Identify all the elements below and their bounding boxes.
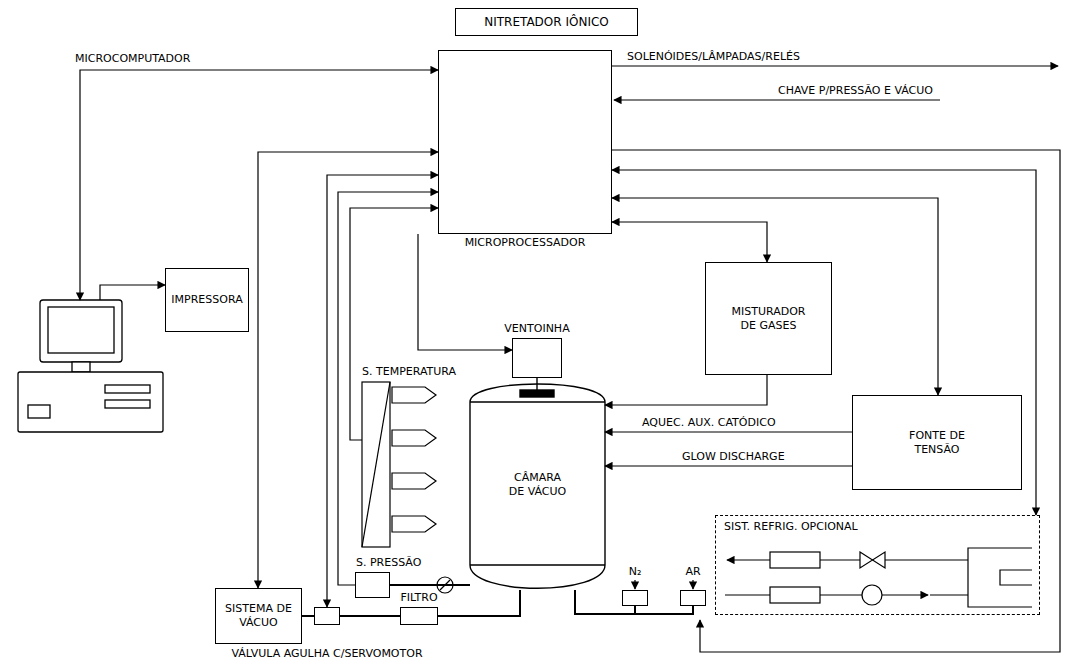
- vacuum-chamber: CÂMARA DE VÁCUO: [470, 380, 605, 590]
- signal-connector: [100, 285, 165, 300]
- drawing-circle: [862, 585, 882, 605]
- signal-connector: [605, 431, 852, 432]
- drawing-path: [470, 384, 605, 588]
- gas-valve: AR: [680, 590, 706, 606]
- drawing-path: [634, 580, 635, 589]
- signal-label: SOLENÓIDES/LÂMPADAS/RELÉS: [625, 50, 802, 64]
- node-label: CÂMARA DE VÁCUO: [505, 471, 570, 499]
- drawing-rect: [18, 372, 163, 432]
- temperature-sensor: S. TEMPERATURA: [362, 382, 437, 547]
- cooling-system-box: SIST. REFRIG. OPCIONAL: [715, 515, 1040, 615]
- needle-valve: VÁLVULA AGULHA C/SERVOMOTOR: [314, 607, 340, 625]
- node-label: MICROPROCESSADOR: [465, 236, 586, 250]
- drawing-path: [860, 552, 885, 568]
- node-label: SISTEMA DE VÁCUO: [222, 602, 295, 630]
- drawing-path: [727, 559, 930, 560]
- drawing-path: [362, 382, 390, 547]
- signal-label: CHAVE P/PRESSÃO E VÁCUO: [776, 84, 935, 98]
- pressure-sensor: S. PRESSÃO: [355, 572, 390, 598]
- drawing-path: [725, 594, 928, 595]
- computer-drawing: [18, 300, 163, 432]
- pipe-line: [575, 590, 693, 614]
- drawing-rect: [105, 400, 150, 408]
- signal-connector: [80, 70, 438, 300]
- drawing-rect: [770, 552, 820, 568]
- drawing-path: [392, 516, 436, 532]
- title-box: NITRETADOR IÔNICO: [455, 8, 638, 36]
- printer-box: IMPRESSORA: [165, 268, 249, 332]
- node-label: IMPRESSORA: [171, 293, 242, 307]
- drawing-rect: [48, 307, 114, 353]
- signal-lines: [612, 66, 1060, 652]
- drawing-rect: [362, 382, 390, 547]
- signal-connector: [418, 234, 512, 350]
- node-label: S. TEMPERATURA: [362, 365, 456, 379]
- signal-connector: [327, 175, 438, 607]
- node-label: MICROCOMPUTADOR: [75, 52, 190, 66]
- drawing-path: [930, 560, 968, 595]
- node-label: FILTRO: [400, 591, 437, 605]
- drawing-path: [1000, 570, 1032, 585]
- signal-connector: [612, 198, 938, 395]
- pipe-line: [302, 615, 314, 617]
- drawing-rect: [40, 300, 122, 362]
- vacuum-chamber-drawing: [470, 378, 605, 588]
- signal-connector: [612, 170, 1036, 515]
- filter: FILTRO: [400, 607, 438, 625]
- drawing-path: [614, 99, 940, 100]
- node-label: SIST. REFRIG. OPCIONAL: [724, 520, 858, 534]
- drawing-path: [536, 378, 537, 390]
- node-label: N₂: [629, 565, 642, 579]
- pipe-line: [340, 615, 400, 617]
- drawing-path: [968, 548, 1032, 607]
- node-label: AR: [685, 565, 700, 579]
- node-label: NITRETADOR IÔNICO: [484, 15, 609, 30]
- vacuum-system-box: SISTEMA DE VÁCUO: [215, 588, 302, 644]
- cooling-circuit: [725, 548, 1032, 607]
- drawing-rect: [770, 587, 820, 603]
- signal-connector: [605, 375, 767, 405]
- node-label: S. PRESSÃO: [356, 556, 421, 570]
- power-supply-box: FONTE DE TENSÃO: [852, 395, 1022, 490]
- gas-mixer-box: MISTURADOR DE GASES: [705, 262, 832, 375]
- drawing-rect: [72, 362, 90, 372]
- signal-connector: [350, 208, 438, 440]
- signal-connector: [612, 222, 767, 262]
- drawing-path: [612, 150, 1060, 652]
- temperature-probes: [362, 382, 436, 547]
- drawing-path: [692, 580, 693, 589]
- drawing-path: [392, 473, 436, 489]
- signal-connector: [605, 465, 852, 466]
- gas-valve: N₂: [622, 590, 648, 606]
- drawing-rect: [28, 405, 50, 418]
- fan-motor: VENTOINHA: [512, 338, 562, 378]
- node-label: FONTE DE TENSÃO: [893, 429, 981, 457]
- pipe-line: [438, 590, 520, 616]
- drawing-path: [392, 430, 436, 446]
- node-label: VÁLVULA AGULHA C/SERVOMOTOR: [231, 647, 422, 661]
- drawing-rect: [105, 385, 150, 393]
- drawing-path: [470, 402, 605, 565]
- drawing-path: [392, 387, 436, 403]
- node-label: VENTOINHA: [504, 322, 569, 336]
- drawing-path: [612, 65, 1058, 66]
- connector-label: GLOW DISCHARGE: [680, 450, 787, 464]
- drawing-rect: [520, 390, 554, 397]
- pipe-line: [390, 584, 470, 586]
- microprocessor-unit: MICROPROCESSADOR: [438, 50, 612, 234]
- signal-connector: [338, 192, 438, 585]
- computer: MICROCOMPUTADOR: [18, 300, 163, 432]
- node-label: MISTURADOR DE GASES: [724, 305, 813, 333]
- connector-label: AQUEC. AUX. CATÓDICO: [640, 416, 778, 430]
